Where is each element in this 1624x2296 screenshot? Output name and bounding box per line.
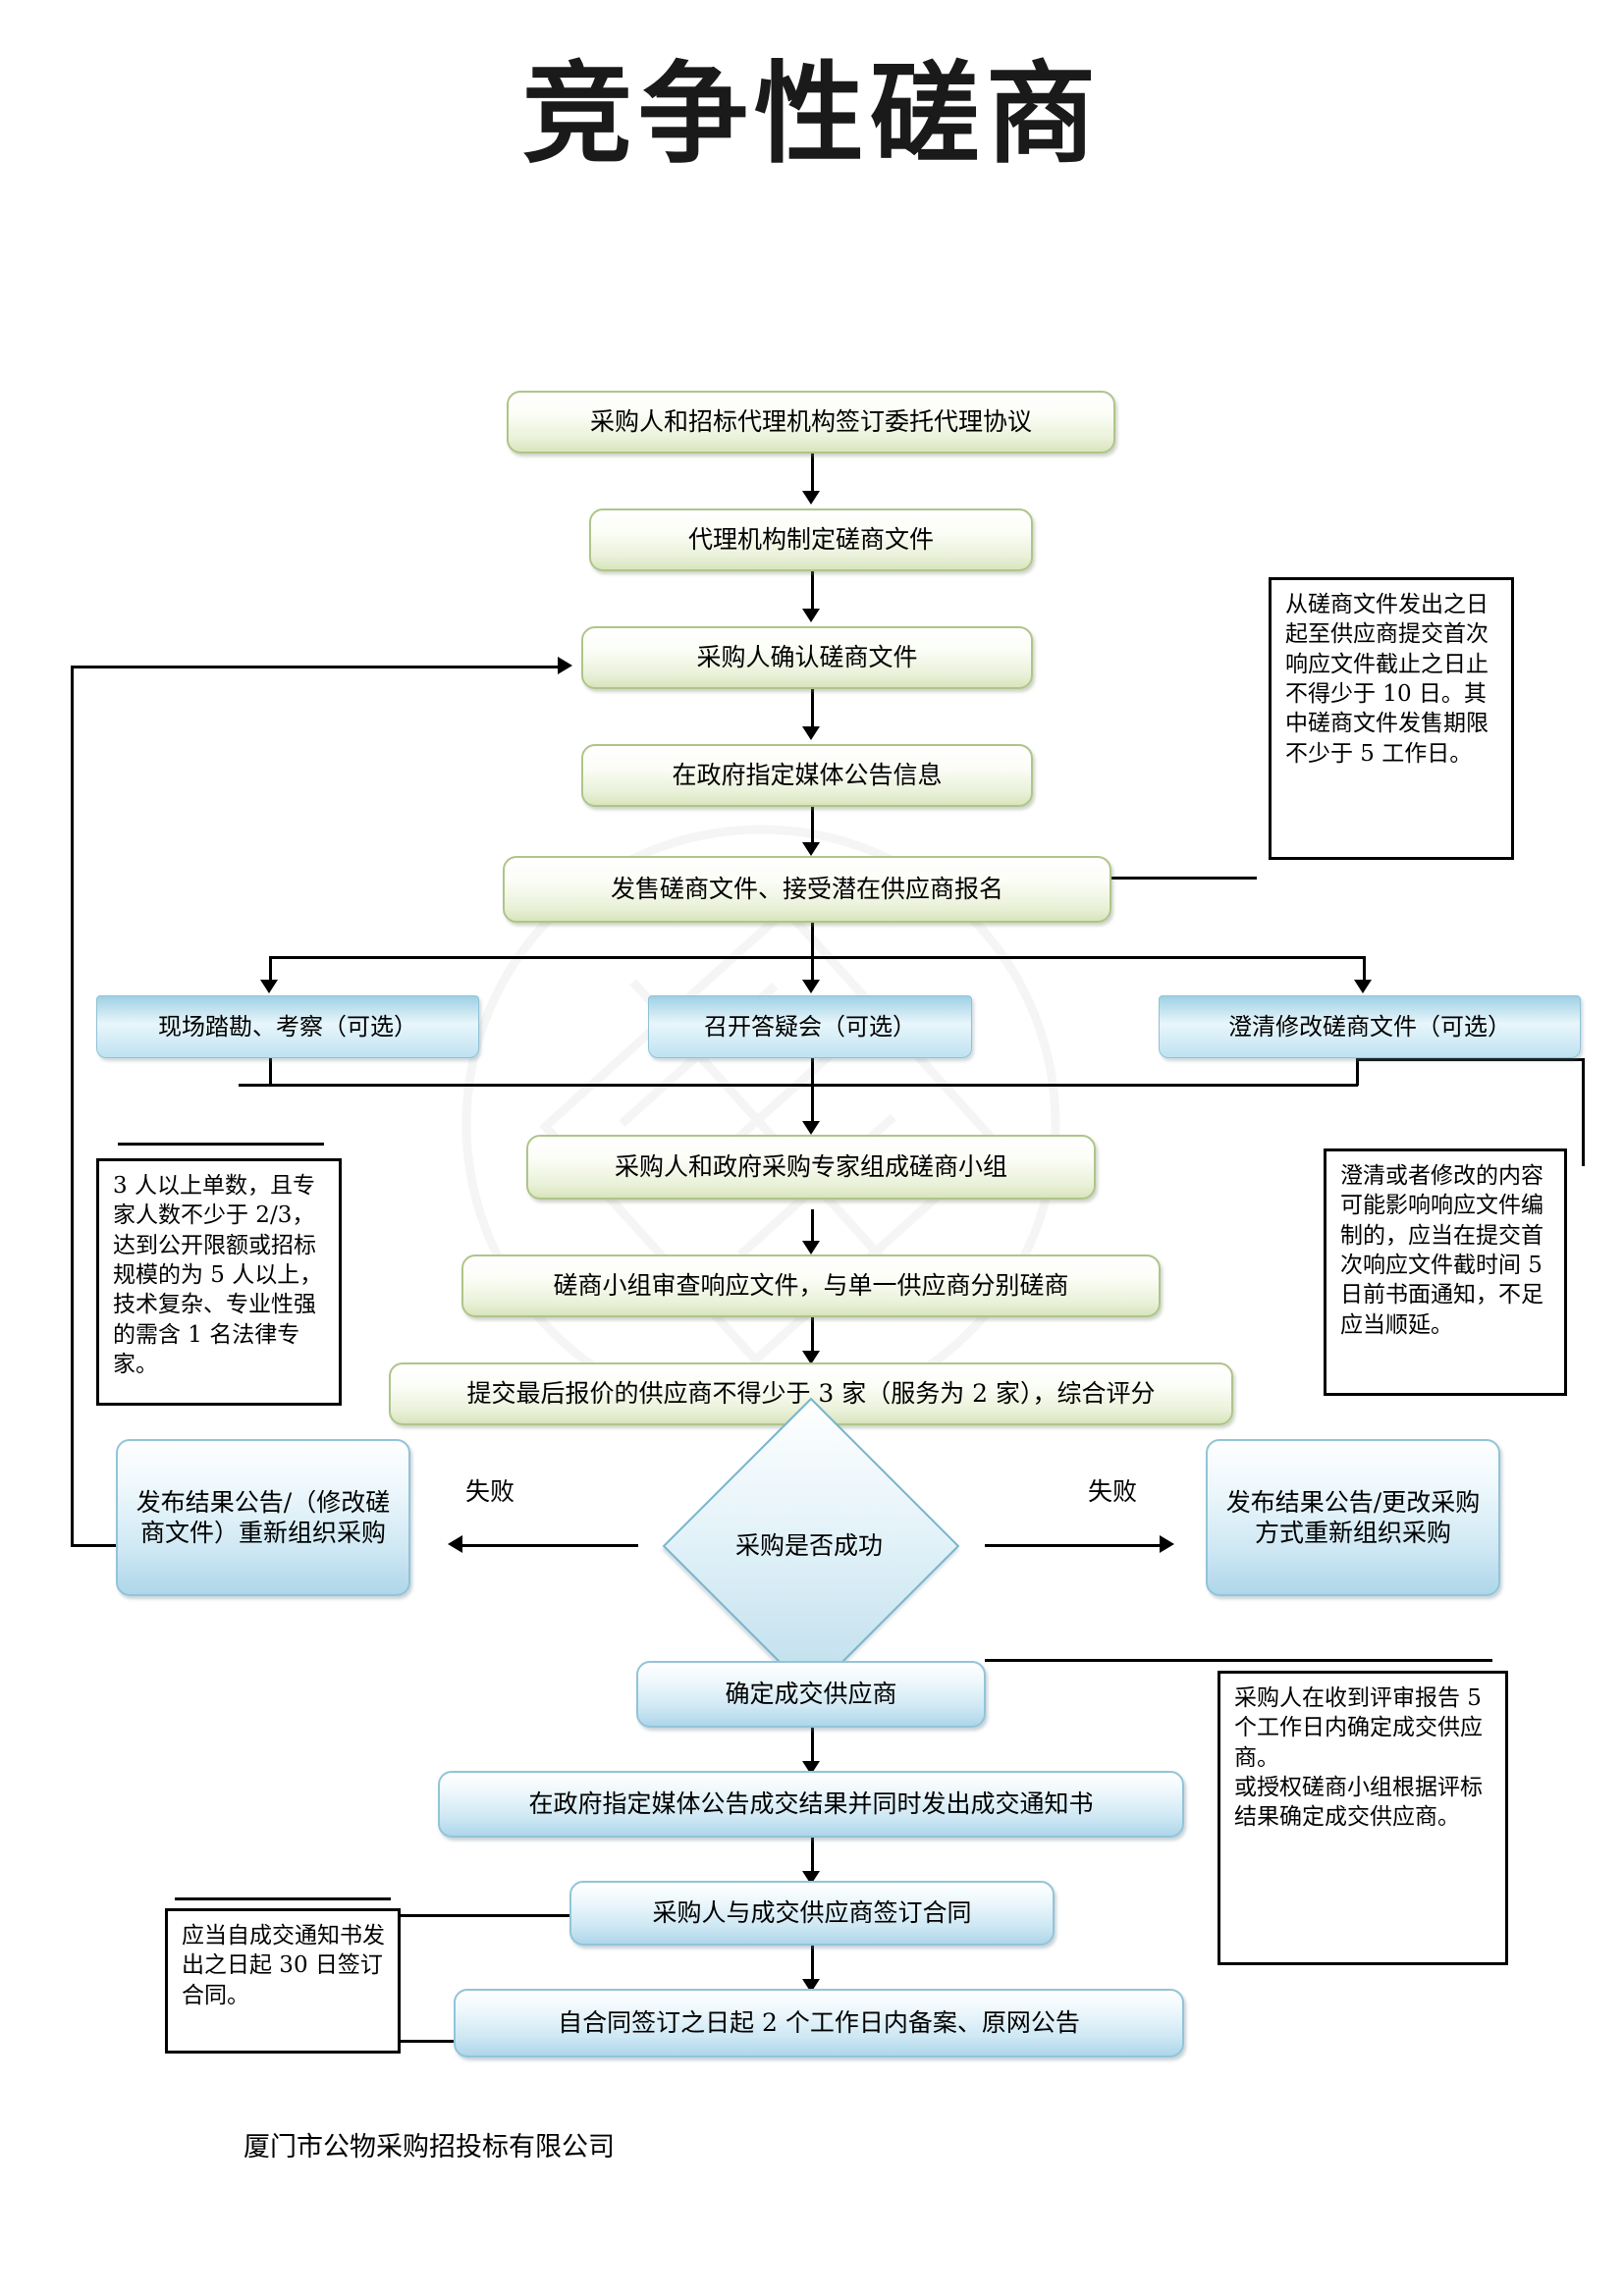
node-label: 在政府指定媒体公告信息 — [672, 761, 943, 790]
note-award-decision-period: 采购人在收到评审报告 5 个工作日内确定成交供应商。 或授权磋商小组根据评标结果… — [1218, 1671, 1508, 1965]
connector-n1-n2 — [811, 454, 814, 495]
arrowhead-n6-n7 — [802, 1241, 820, 1255]
note-expert-team-composition: 3 人以上单数，且专家人数不少于 2/3，达到公开限额或招标规模的为 5 人以上… — [96, 1158, 342, 1406]
note-contract-signing-deadline: 应当自成交通知书发出之日起 30 日签订合同。 — [165, 1908, 401, 2054]
node-label: 代理机构制定磋商文件 — [687, 525, 934, 555]
node-determine-winning-supplier[interactable]: 确定成交供应商 — [636, 1661, 986, 1728]
leader-n9-note-award — [985, 1659, 1230, 1662]
connector-n3-n4 — [811, 689, 814, 730]
arrowhead-fail-right — [1160, 1535, 1174, 1553]
connector-opt2-n6 — [811, 1058, 814, 1125]
node-label: 采购人和招标代理机构签订委托代理协议 — [589, 407, 1032, 437]
node-label: 发布结果公告/（修改磋商文件）重新组织采购 — [135, 1487, 391, 1547]
arrowhead-n6 — [802, 1121, 820, 1135]
node-buyer-confirm-document[interactable]: 采购人确认磋商文件 — [581, 626, 1033, 689]
node-label: 自合同签订之日起 2 个工作日内备案、原网公告 — [558, 2008, 1080, 2038]
node-label: 现场踏勘、考察（可选） — [158, 1013, 417, 1041]
node-republish-result-reorganize[interactable]: 发布结果公告/（修改磋商文件）重新组织采购 — [116, 1439, 410, 1596]
note-clarification-notice-period: 澄清或者修改的内容可能影响响应文件编制的，应当在提交首次响应文件截时间 5 日前… — [1324, 1148, 1567, 1396]
node-republish-result-change-method[interactable]: 发布结果公告/更改采购方式重新组织采购 — [1206, 1439, 1500, 1596]
arrowhead-n7-n8 — [802, 1351, 820, 1364]
node-option-site-survey[interactable]: 现场踏勘、考察（可选） — [96, 995, 479, 1058]
arrowhead-n3-n4 — [802, 726, 820, 740]
connector-bus-opt3 — [1363, 956, 1366, 984]
leader-note-left-contract — [175, 1897, 391, 1900]
connector-opt1-merge — [269, 1058, 272, 1086]
node-sell-document-accept-registration[interactable]: 发售磋商文件、接受潜在供应商报名 — [503, 856, 1111, 923]
decision-label: 采购是否成功 — [734, 1531, 883, 1560]
node-team-review-and-negotiate[interactable]: 磋商小组审查响应文件，与单一供应商分别磋商 — [461, 1255, 1161, 1317]
feedback-left-h2 — [71, 666, 560, 668]
connector-n4-n5 — [811, 807, 814, 846]
node-label: 采购人和政府采购专家组成磋商小组 — [614, 1152, 1007, 1182]
connector-opt3-merge — [1356, 1058, 1359, 1086]
arrowhead-opt1 — [260, 980, 278, 993]
fanout-bus — [270, 956, 1365, 959]
arrowhead-feedback-n3 — [558, 657, 572, 674]
leader-note-top-right — [1080, 877, 1257, 880]
node-announce-result-and-notice[interactable]: 在政府指定媒体公告成交结果并同时发出成交通知书 — [438, 1771, 1184, 1838]
node-agency-draft-document[interactable]: 代理机构制定磋商文件 — [589, 508, 1033, 571]
arrowhead-opt3 — [1354, 980, 1372, 993]
connector-n7-n8 — [811, 1317, 814, 1355]
arrowhead-n2-n3 — [802, 609, 820, 622]
right-margin-h — [1356, 1058, 1584, 1061]
connector-n11-n12 — [811, 1946, 814, 1983]
arrowhead-opt2 — [802, 980, 820, 993]
node-form-negotiation-team[interactable]: 采购人和政府采购专家组成磋商小组 — [526, 1135, 1096, 1200]
page-title: 竞争性磋商 — [522, 50, 1102, 179]
node-label: 召开答疑会（可选） — [704, 1013, 916, 1041]
node-label: 采购人确认磋商文件 — [696, 643, 918, 672]
feedback-left-v — [71, 666, 74, 1547]
node-option-clarify-modify-document[interactable]: 澄清修改磋商文件（可选） — [1159, 995, 1581, 1058]
leader-note-right-award — [1227, 1659, 1492, 1662]
node-label: 确定成交供应商 — [725, 1680, 897, 1709]
connector-bus-opt2 — [811, 956, 814, 984]
node-sign-agency-agreement[interactable]: 采购人和招标代理机构签订委托代理协议 — [507, 391, 1115, 454]
note-document-issue-period: 从磋商文件发出之日起至供应商提交首次响应文件截止之日止不得少于 10 日。其中磋… — [1269, 577, 1514, 860]
connector-n10-n11 — [811, 1838, 814, 1875]
leader-note-left-experts — [118, 1143, 324, 1146]
edge-label-fail-right: 失败 — [1088, 1477, 1138, 1506]
connector-n6-n7 — [811, 1209, 814, 1245]
node-sign-contract-with-supplier[interactable]: 采购人与成交供应商签订合同 — [569, 1881, 1055, 1946]
node-label: 发售磋商文件、接受潜在供应商报名 — [610, 875, 1003, 904]
merge-bus — [239, 1084, 1358, 1087]
node-label: 磋商小组审查响应文件，与单一供应商分别磋商 — [553, 1271, 1069, 1301]
node-option-qa-meeting[interactable]: 召开答疑会（可选） — [648, 995, 972, 1058]
decision-procurement-successful[interactable]: 采购是否成功 — [632, 1397, 986, 1695]
node-label: 在政府指定媒体公告成交结果并同时发出成交通知书 — [528, 1789, 1094, 1819]
edge-label-fail-left: 失败 — [465, 1477, 515, 1506]
leader-n11-note-contract — [304, 1914, 574, 1917]
company-footer: 厦门市公物采购招投标有限公司 — [244, 2132, 615, 2163]
arrowhead-n1-n2 — [802, 491, 820, 505]
connector-n2-n3 — [811, 571, 814, 613]
arrowhead-fail-left — [448, 1535, 462, 1553]
node-label: 采购人与成交供应商签订合同 — [652, 1898, 972, 1928]
connector-bus-opt1 — [269, 956, 272, 984]
connector-decision-right — [985, 1544, 1162, 1547]
connector-n9-n10 — [811, 1728, 814, 1765]
node-file-record-and-republish[interactable]: 自合同签订之日起 2 个工作日内备案、原网公告 — [454, 1989, 1184, 2057]
connector-n5-bus — [811, 923, 814, 958]
node-label: 澄清修改磋商文件（可选） — [1228, 1013, 1511, 1041]
arrowhead-n4-n5 — [802, 842, 820, 856]
node-label: 发布结果公告/更改采购方式重新组织采购 — [1225, 1487, 1481, 1547]
connector-decision-left — [461, 1544, 638, 1547]
feedback-left-h1 — [71, 1544, 159, 1547]
node-announce-on-government-media[interactable]: 在政府指定媒体公告信息 — [581, 744, 1033, 807]
right-margin-v — [1582, 1058, 1585, 1166]
